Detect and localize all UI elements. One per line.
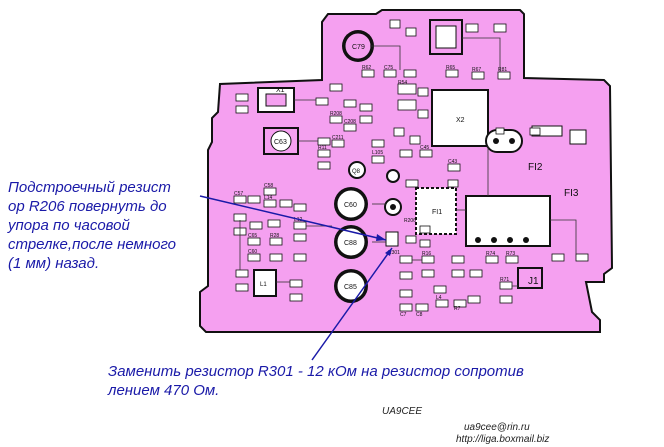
footer-url[interactable]: http://liga.boxmail.biz bbox=[456, 434, 550, 445]
label-r208: R208 bbox=[330, 111, 342, 117]
label-c57: C57 bbox=[234, 191, 243, 197]
label-c211: C211 bbox=[332, 135, 344, 141]
label-fi2: FI2 bbox=[528, 162, 543, 173]
label-r67: R67 bbox=[472, 67, 481, 73]
label-c63: C63 bbox=[274, 139, 287, 146]
footer-callsign: UA9CEE bbox=[382, 406, 423, 417]
label-l4: L4 bbox=[436, 295, 442, 301]
label-j1: J1 bbox=[528, 276, 539, 287]
note-r206-adjust: Подстроечный резист ор R206 повернуть до… bbox=[8, 179, 177, 272]
component-labels: R54 R62 R65 R67 R81 C75 C57 C58 R208 C20… bbox=[234, 65, 515, 318]
label-fi3: FI3 bbox=[564, 188, 579, 199]
label-r54: R54 bbox=[398, 80, 407, 86]
label-x1: X1 bbox=[276, 87, 285, 94]
label-r62: R62 bbox=[362, 65, 371, 71]
transistor-q6 bbox=[386, 169, 400, 183]
label-r81: R81 bbox=[498, 67, 507, 73]
label-fi1: FI1 bbox=[432, 209, 442, 216]
smd-components bbox=[233, 19, 589, 312]
label-r301: R301 bbox=[388, 250, 400, 256]
transistor-q8: Q8 bbox=[348, 161, 366, 179]
label-c60b: C60 bbox=[248, 249, 257, 255]
filter-fi1: FI1 bbox=[415, 187, 457, 235]
label-r7: R7 bbox=[454, 306, 461, 312]
label-c58: C58 bbox=[264, 183, 273, 189]
pointer-arrow-r301 bbox=[385, 248, 392, 256]
label-r65: R65 bbox=[446, 65, 455, 71]
label-c60: C60 bbox=[344, 202, 357, 209]
label-l14: L14 bbox=[264, 195, 273, 201]
crystal-x1: X1 bbox=[257, 87, 295, 113]
label-c43: C43 bbox=[448, 159, 457, 165]
label-r206: R206 bbox=[404, 218, 416, 224]
inductor-l1: L1 bbox=[253, 269, 277, 297]
capacitor-c88: C88 bbox=[334, 225, 368, 259]
capacitor-c85: C85 bbox=[334, 269, 368, 303]
label-c85: C85 bbox=[344, 284, 357, 291]
label-c75: C75 bbox=[384, 65, 393, 71]
label-c208: C208 bbox=[344, 119, 356, 125]
crystal-x2: X2 bbox=[431, 89, 489, 147]
label-q8: Q8 bbox=[352, 169, 361, 175]
capacitor-c60: C60 bbox=[334, 187, 368, 221]
label-r28: R28 bbox=[270, 233, 279, 239]
label-c45: C45 bbox=[420, 145, 429, 151]
label-c79: C79 bbox=[352, 44, 365, 51]
label-l105: L105 bbox=[372, 150, 383, 156]
pointer-arrow-r206 bbox=[376, 234, 386, 241]
label-r73: R73 bbox=[506, 251, 515, 257]
pointer-line-r301 bbox=[311, 247, 393, 361]
label-r71: R71 bbox=[500, 277, 509, 283]
connector-j1: J1 bbox=[517, 267, 543, 289]
pointer-line-r206 bbox=[199, 195, 387, 241]
label-c8: C8 bbox=[416, 312, 423, 318]
label-c88: C88 bbox=[344, 240, 357, 247]
resistor-r301 bbox=[385, 231, 399, 247]
label-c65: C65 bbox=[248, 233, 257, 239]
note-r301-replace: Заменить резистор R301 - 12 кОм на резис… bbox=[108, 363, 524, 399]
label-c7: C7 bbox=[400, 312, 407, 318]
label-r11: R11 bbox=[318, 145, 327, 151]
label-r74: R74 bbox=[486, 251, 495, 257]
label-x2: X2 bbox=[456, 117, 465, 124]
capacitor-c79: C79 bbox=[342, 30, 374, 62]
ic-top bbox=[429, 19, 463, 55]
trimmer-r206 bbox=[384, 198, 402, 216]
label-l1: L1 bbox=[260, 282, 267, 288]
footer-email: ua9cee@rin.ru bbox=[464, 422, 530, 433]
label-r16: R16 bbox=[422, 251, 431, 257]
traces bbox=[239, 37, 577, 287]
filter-fi3: FI3 bbox=[465, 188, 579, 247]
